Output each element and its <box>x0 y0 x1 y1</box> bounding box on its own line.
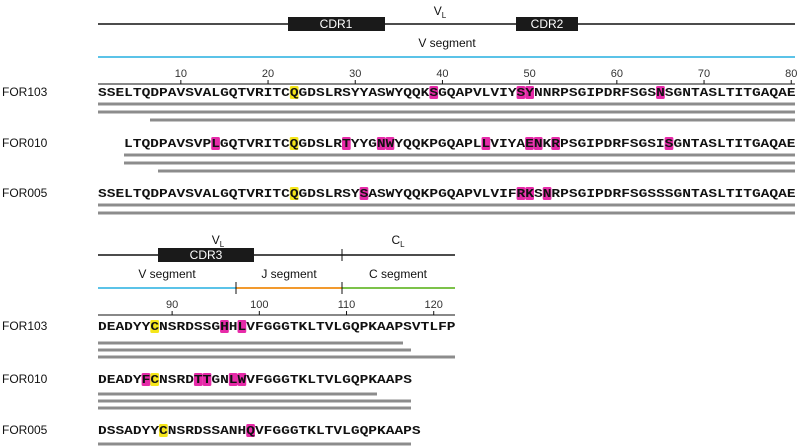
mutation-highlight <box>211 137 220 150</box>
mutation-highlight <box>429 86 439 99</box>
bottom-ruler: 90 100 110 120 <box>98 299 455 316</box>
sequence-for010-bottom: DEADYFCNSRDTTGNLWVFGGGTKLTVLGQPKAAPS <box>98 373 412 387</box>
ruler-tick-label: 10 <box>175 68 187 80</box>
ruler-tick-label: 100 <box>250 299 268 311</box>
mutation-highlight <box>237 373 247 386</box>
sequence-for005-bottom: DSSADYYCNSRDSSANHQVFGGGTKLTVLGQPKAAPS <box>98 424 421 438</box>
row-name-for005: FOR005 <box>2 186 48 200</box>
bottom-v-segment-label: V segment <box>138 267 196 281</box>
cysteine-highlight <box>289 86 299 99</box>
cysteine-highlight <box>289 187 299 200</box>
mutation-highlight <box>525 187 534 200</box>
top-ruler: 10 20 30 40 50 60 70 80 <box>98 68 797 85</box>
ruler-tick-label: 40 <box>436 68 448 80</box>
sequence-text: DEADYFCNSRDTTGNLWVFGGGTKLTVLGQPKAAPS <box>98 374 412 387</box>
cysteine-highlight <box>159 424 168 437</box>
ruler-tick-label: 90 <box>166 299 178 311</box>
sequence-row-for103-top: FOR103 SSELTQDPAVSVALGQTVRITCQGDSLRSYYAS… <box>2 85 796 122</box>
cdr1-box <box>288 17 385 31</box>
sequence-for010: LTQDPAVSVPLGQTVRITCQGDSLRTYYGNWYQQKPGQAP… <box>124 137 795 151</box>
ruler-tick-label: 20 <box>262 68 274 80</box>
sequence-row-for005-top: FOR005 SSELTQDPAVSVALGQTVRITCQGDSLRSYSAS… <box>2 186 796 215</box>
bottom-c-segment-label: C segment <box>369 267 428 281</box>
cysteine-highlight <box>150 373 160 386</box>
cdr3-box <box>158 248 254 262</box>
sequence-row-for010-top: FOR010 LTQDPAVSVPLGQTVRITCQGDSLRTYYGNWYQ… <box>2 136 795 173</box>
sequence-for005: SSELTQDPAVSVALGQTVRITCQGDSLRSYSASWYQQKPG… <box>98 187 796 201</box>
mutation-highlight <box>516 86 526 99</box>
mutation-highlight <box>533 137 543 150</box>
row-name-for103: FOR103 <box>2 85 48 99</box>
cdr1-label: CDR1 <box>320 17 353 31</box>
sequence-text: DEADYYCNSRDSSGHHLVFGGGTKLTVLGQPKAAPSVTLF… <box>98 321 456 334</box>
sequence-for103-bottom: DEADYYCNSRDSSGHHLVFGGGTKLTVLGQPKAAPSVTLF… <box>98 320 456 334</box>
mutation-highlight <box>342 137 351 150</box>
bottom-vl-label: VL <box>212 233 225 249</box>
bottom-cl-label: CL <box>391 233 405 249</box>
cdr2-box <box>516 17 578 31</box>
vl-region-label: VL <box>434 4 447 20</box>
cysteine-highlight <box>150 320 160 333</box>
mutation-highlight <box>664 137 674 150</box>
cdr3-label: CDR3 <box>190 248 223 262</box>
mutation-highlight <box>237 320 247 333</box>
mutation-highlight <box>542 187 552 200</box>
ruler-tick-label: 30 <box>349 68 361 80</box>
bottom-panel: VL CL CDR3 V segment J segment C segment… <box>2 233 456 446</box>
row-name-for103-bottom: FOR103 <box>2 319 48 333</box>
sequence-text: LTQDPAVSVPLGQTVRITCQGDSLRTYYGNWYQQKPGQAP… <box>124 138 795 151</box>
sequence-text: SSELTQDPAVSVALGQTVRITCQGDSLRSYYASWYQQKSG… <box>98 87 796 100</box>
top-v-segment-label: V segment <box>418 36 476 50</box>
mutation-highlight <box>551 137 560 150</box>
row-name-for005-bottom: FOR005 <box>2 423 48 437</box>
mutation-highlight <box>193 373 203 386</box>
cdr2-label: CDR2 <box>531 17 564 31</box>
row-name-for010-bottom: FOR010 <box>2 372 48 386</box>
sequence-for103: SSELTQDPAVSVALGQTVRITCQGDSLRSYYASWYQQKSG… <box>98 86 796 100</box>
mutation-highlight <box>220 320 229 333</box>
sequence-text: DSSADYYCNSRDSSANHQVFGGGTKLTVLGQPKAAPS <box>98 425 421 438</box>
mutation-highlight <box>525 86 534 99</box>
mutation-highlight <box>359 187 369 200</box>
mutation-highlight <box>656 86 665 99</box>
mutation-highlight <box>385 137 395 150</box>
mutation-highlight <box>246 424 255 437</box>
sequence-row-for005-bottom: FOR005 DSSADYYCNSRDSSANHQVFGGGTKLTVLGQPK… <box>2 423 421 446</box>
ruler-tick-label: 110 <box>338 299 356 311</box>
mutation-highlight <box>376 137 386 150</box>
mutation-highlight <box>516 187 526 200</box>
sequence-row-for103-bottom: FOR103 DEADYYCNSRDSSGHHLVFGGGTKLTVLGQPKA… <box>2 319 456 359</box>
sequence-text: SSELTQDPAVSVALGQTVRITCQGDSLRSYSASWYQQKPG… <box>98 188 796 201</box>
mutation-highlight <box>481 137 491 150</box>
mutation-highlight <box>141 373 151 386</box>
mutation-highlight <box>228 373 238 386</box>
mutation-highlight <box>202 373 212 386</box>
mutation-highlight <box>525 137 534 150</box>
ruler-tick-label: 70 <box>698 68 710 80</box>
sequence-row-for010-bottom: FOR010 DEADYFCNSRDTTGNLWVFGGGTKLTVLGQPKA… <box>2 372 412 410</box>
cysteine-highlight <box>289 137 299 150</box>
ruler-tick-label: 80 <box>785 68 797 80</box>
bottom-j-segment-label: J segment <box>261 267 317 281</box>
ruler-tick-label: 60 <box>611 68 623 80</box>
row-name-for010: FOR010 <box>2 136 48 150</box>
ruler-tick-label: 50 <box>524 68 536 80</box>
ruler-tick-label: 120 <box>425 299 443 311</box>
